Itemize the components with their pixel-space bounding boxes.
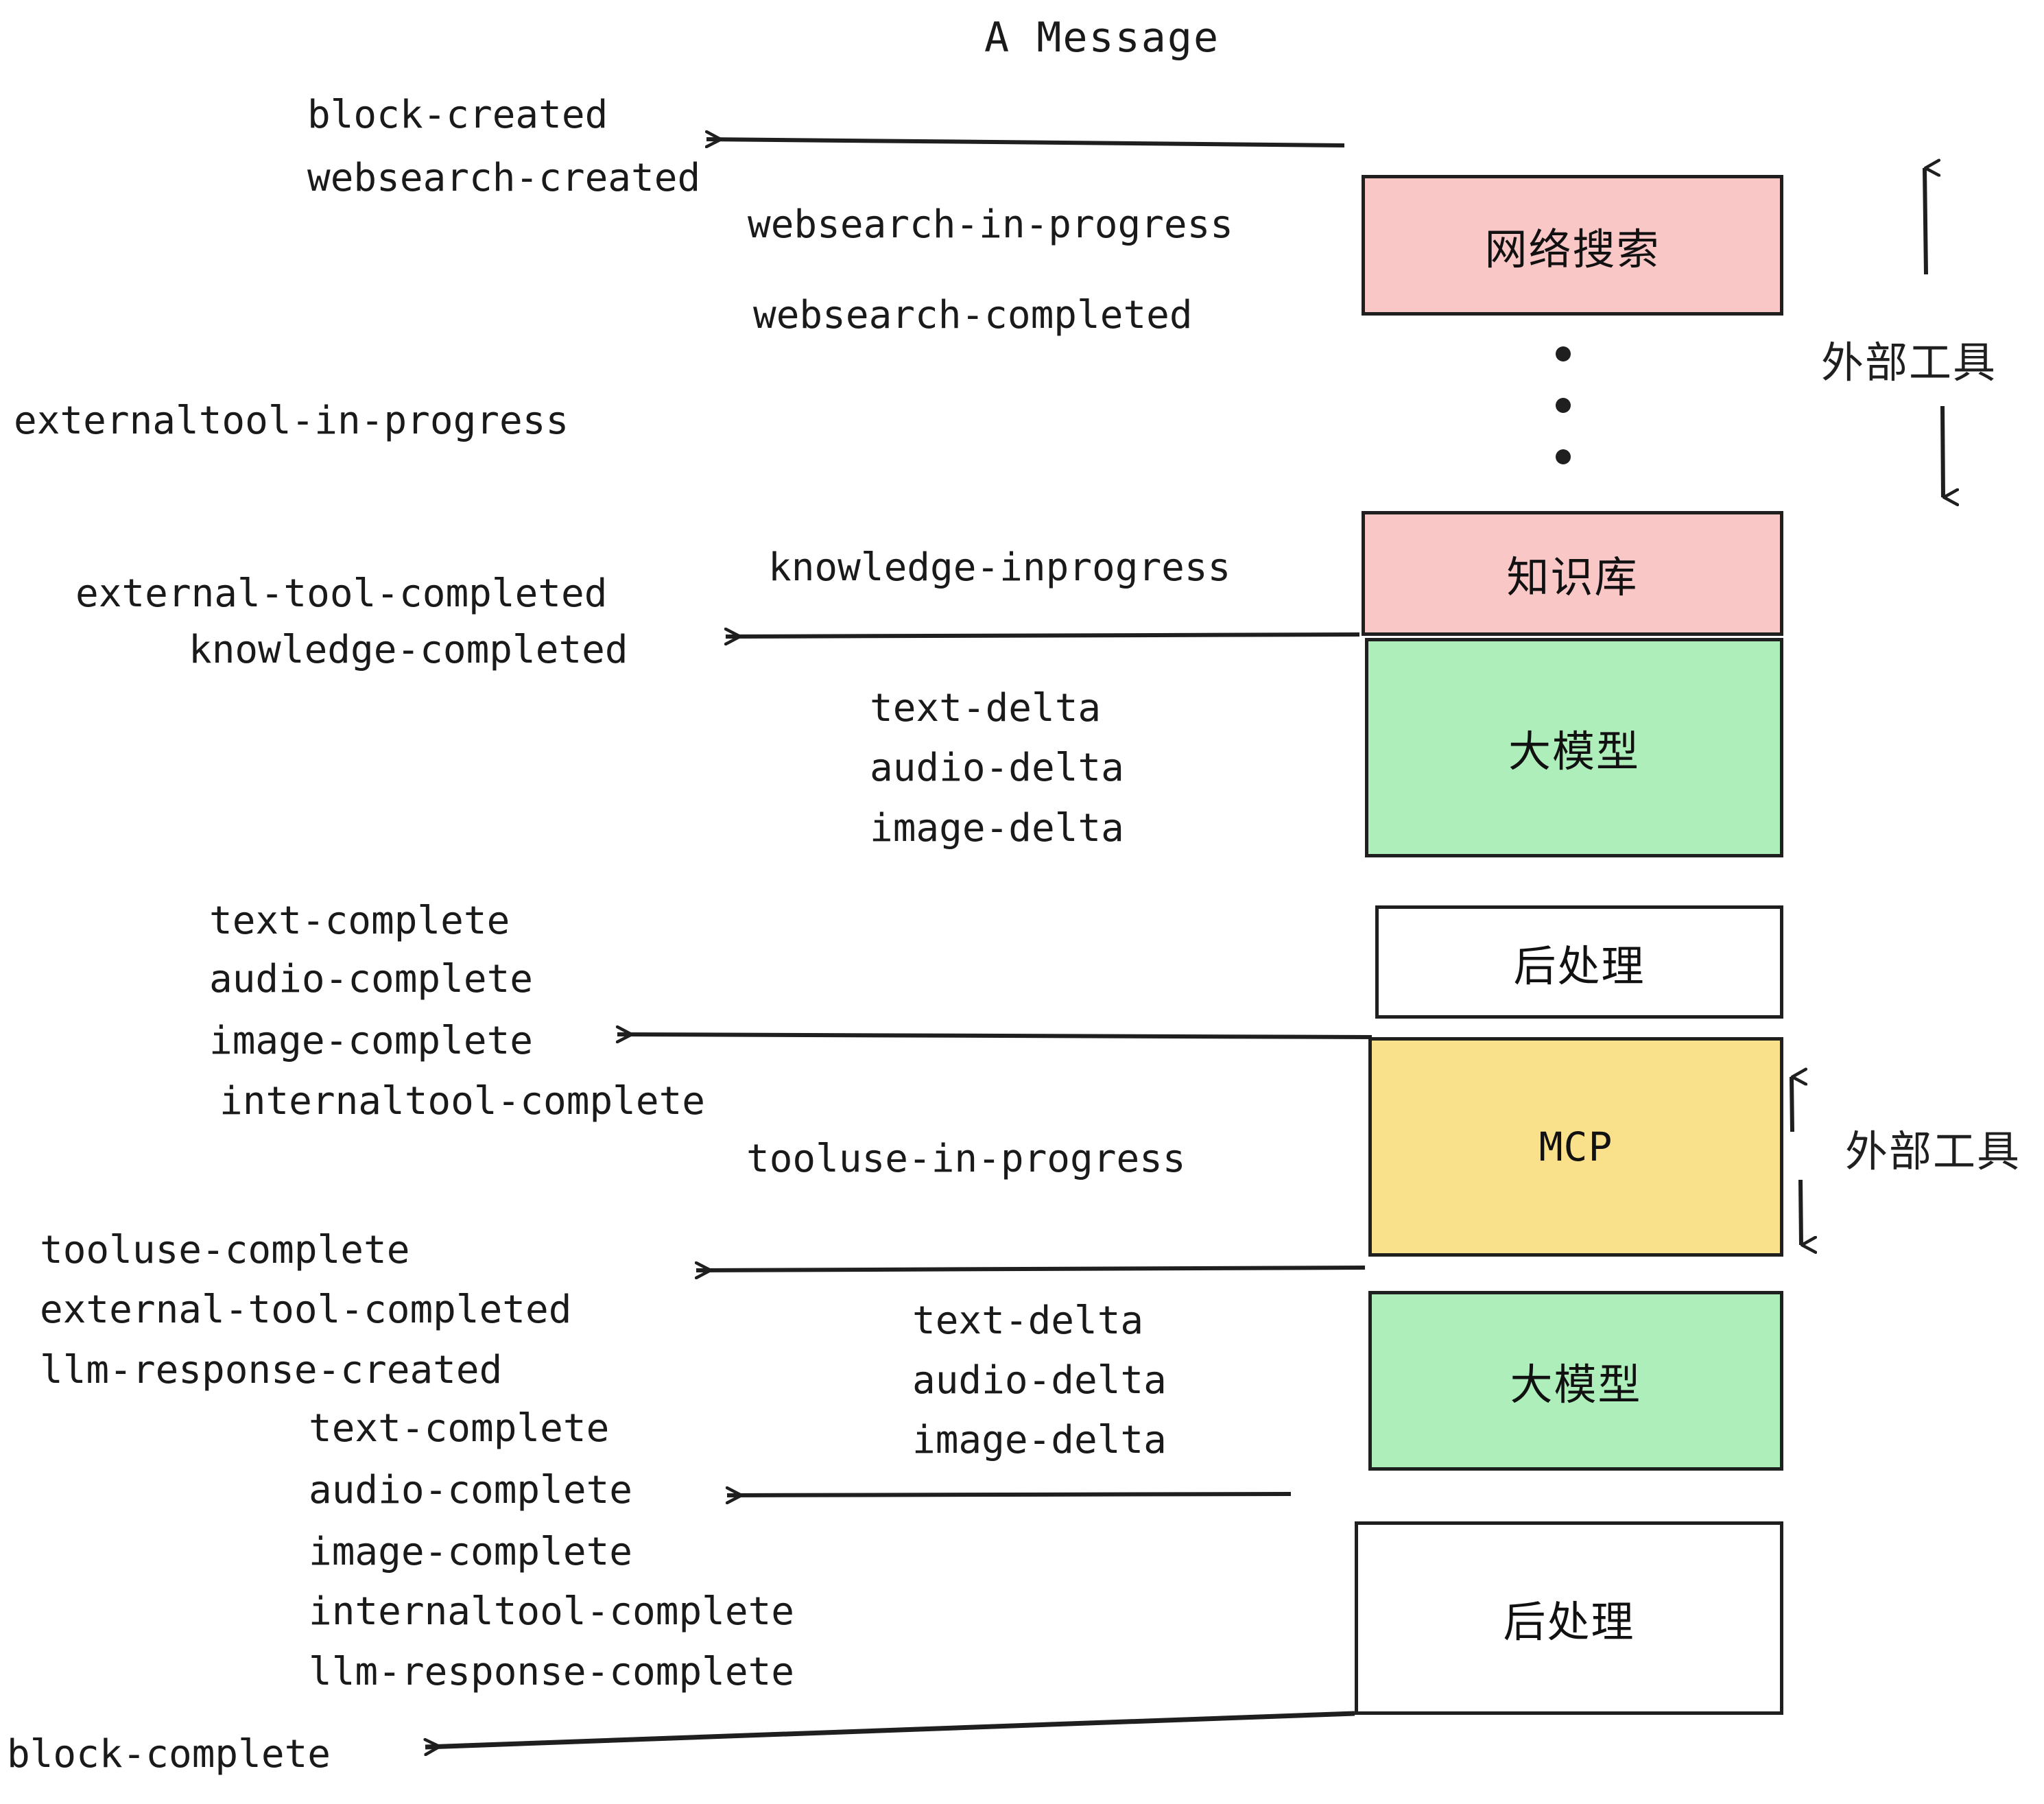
event-text-delta-1: text-delta <box>870 686 1102 731</box>
node-websearch: 网络搜索 <box>1362 175 1783 316</box>
node-knowledge: 知识库 <box>1362 511 1783 636</box>
event-internaltool-complete-1: internaltool-complete <box>219 1079 706 1124</box>
node-mcp: MCP <box>1368 1037 1783 1257</box>
event-audio-delta-2: audio-delta <box>912 1358 1167 1403</box>
node-knowledge-label: 知识库 <box>1506 552 1639 602</box>
event-internaltool-complete-2: internaltool-complete <box>309 1589 795 1634</box>
event-llm-response-complete: llm-response-complete <box>309 1650 795 1694</box>
event-audio-delta-1: audio-delta <box>870 746 1124 790</box>
event-websearch-completed: websearch-completed <box>753 293 1193 337</box>
event-llm-response-created: llm-response-created <box>40 1348 503 1392</box>
event-websearch-created: websearch-created <box>307 156 701 200</box>
event-knowledge-inprogress: knowledge-inprogress <box>768 545 1231 590</box>
node-llm-2-label: 大模型 <box>1510 1360 1642 1410</box>
node-postprocess-1-label: 后处理 <box>1513 940 1645 991</box>
event-block-created: block-created <box>307 93 608 137</box>
arrow-knowledge-to-knowledge-completed <box>726 634 1360 637</box>
event-websearch-in-progress: websearch-in-progress <box>748 202 1234 247</box>
event-text-complete-1: text-complete <box>209 899 510 943</box>
event-image-delta-1: image-delta <box>870 806 1124 851</box>
node-websearch-label: 网络搜索 <box>1484 224 1661 274</box>
event-external-tool-completed-2: external-tool-completed <box>40 1287 572 1332</box>
ellipsis-dot-2 <box>1556 398 1571 413</box>
arrow-postprocess2-to-block-complete <box>425 1711 1355 1747</box>
event-audio-complete-1: audio-complete <box>209 957 534 1001</box>
arrow-mcp-to-tooluse-complete <box>696 1268 1366 1270</box>
page-title: A Message <box>984 14 1220 62</box>
event-audio-complete-2: audio-complete <box>309 1468 633 1512</box>
annotation-external-tools-bottom: 外部工具 <box>1845 1126 2021 1176</box>
event-image-delta-2: image-delta <box>912 1418 1167 1462</box>
node-llm-1: 大模型 <box>1365 638 1783 857</box>
event-text-complete-2: text-complete <box>309 1406 610 1451</box>
node-postprocess-2: 后处理 <box>1355 1521 1783 1715</box>
arrow-websearch-to-block-created <box>706 139 1345 145</box>
annotation-external-tools-top: 外部工具 <box>1821 337 1997 388</box>
ellipsis-dot-3 <box>1556 449 1571 464</box>
event-tooluse-complete: tooluse-complete <box>40 1228 410 1272</box>
event-text-delta-2: text-delta <box>912 1298 1144 1343</box>
event-external-tool-completed-1: external-tool-completed <box>75 571 608 616</box>
arrow-external-tools-top-down <box>1940 405 1943 497</box>
node-postprocess-2-label: 后处理 <box>1503 1597 1635 1647</box>
node-llm-1-label: 大模型 <box>1508 726 1640 776</box>
event-knowledge-completed: knowledge-completed <box>189 628 628 672</box>
arrow-postprocess1-to-image-complete <box>617 1034 1372 1037</box>
arrow-llm2-to-audio-complete <box>727 1494 1292 1495</box>
event-externaltool-in-progress: externaltool-in-progress <box>14 399 569 443</box>
node-mcp-label: MCP <box>1538 1124 1613 1170</box>
event-block-complete: block-complete <box>7 1732 331 1777</box>
event-tooluse-in-progress: tooluse-in-progress <box>746 1137 1186 1181</box>
node-llm-2: 大模型 <box>1368 1291 1783 1471</box>
event-image-complete-1: image-complete <box>209 1019 534 1063</box>
ellipsis-dot-1 <box>1556 346 1571 361</box>
node-postprocess-1: 后处理 <box>1375 905 1783 1019</box>
event-image-complete-2: image-complete <box>309 1530 633 1574</box>
arrow-external-tools-top-up <box>1923 168 1926 275</box>
